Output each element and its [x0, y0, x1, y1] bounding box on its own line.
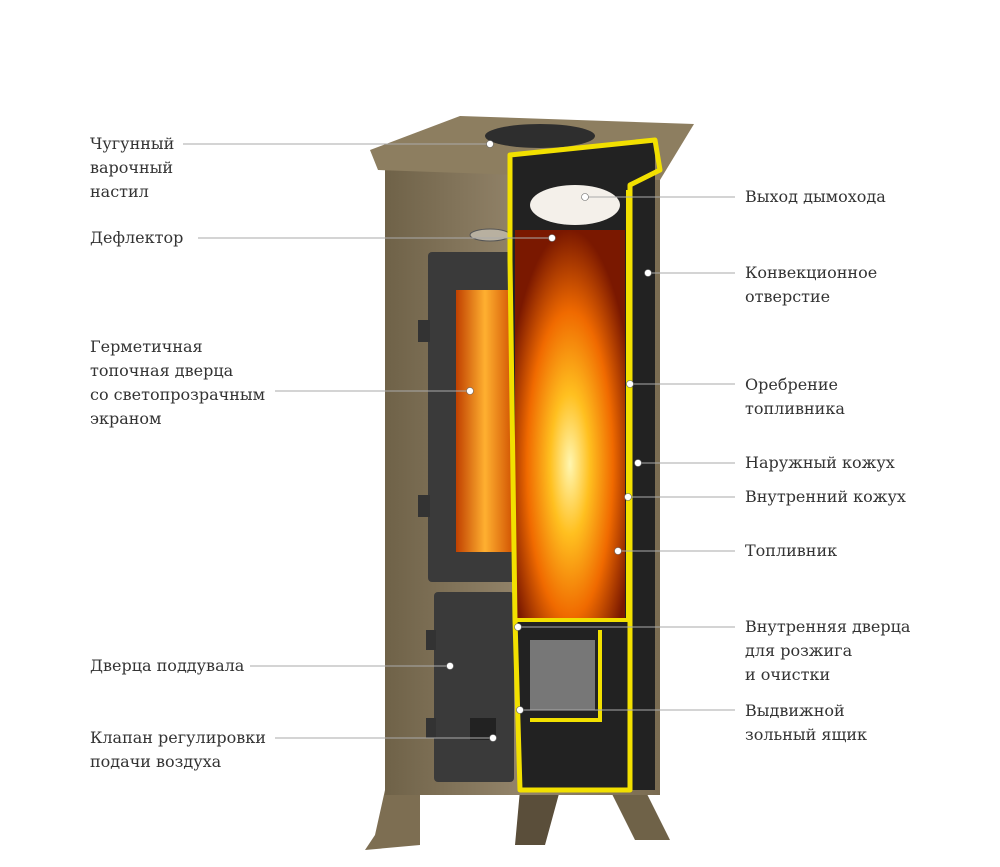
- label-firebox: Топливник: [745, 541, 838, 560]
- ash-door: [426, 592, 514, 782]
- label-chimney-outlet: Выход дымохода: [745, 187, 886, 206]
- label-deflector: Дефлектор: [90, 228, 184, 247]
- label-convection-hole: Конвекционное отверстие: [745, 263, 878, 306]
- leader-lines: [183, 143, 735, 739]
- deflector-emblem: [469, 228, 511, 242]
- label-firebox-fins: Оребрение топливника: [745, 375, 845, 418]
- label-outer-casing: Наружный кожух: [745, 453, 895, 472]
- label-sealed-door: Герметичная топочная дверца со светопроз…: [90, 337, 266, 428]
- fire-door: [418, 252, 516, 582]
- label-cast-iron-top: Чугунный варочный настил: [90, 134, 175, 201]
- label-inner-door: Внутренняя дверца для розжига и очистки: [745, 617, 911, 684]
- label-ash-door: Дверца поддувала: [90, 656, 245, 675]
- leader-dots: [446, 140, 652, 742]
- label-air-valve: Клапан регулировки подачи воздуха: [90, 728, 266, 771]
- label-ash-drawer: Выдвижной зольный ящик: [745, 701, 868, 744]
- cast-iron-plate: [485, 124, 595, 148]
- label-inner-casing: Внутренний кожух: [745, 487, 906, 506]
